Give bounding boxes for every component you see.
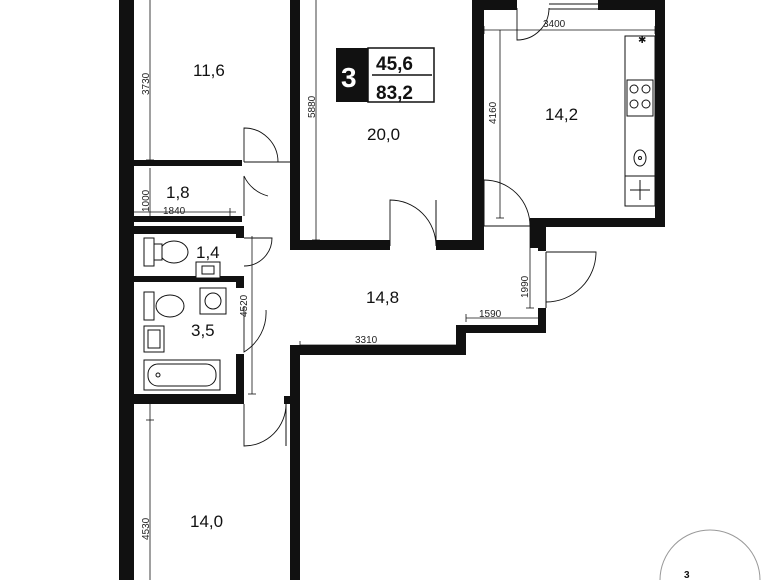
badge-rooms-count: 3 xyxy=(341,62,357,93)
fridge-icon xyxy=(624,175,656,207)
dim-5880: 5880 xyxy=(307,95,318,118)
washer-icon xyxy=(199,287,227,315)
dim-4530: 4530 xyxy=(141,517,152,540)
dim-3400: 3400 xyxy=(543,19,566,30)
corner-label: 3 xyxy=(684,570,690,580)
room-area-storage: 1,8 xyxy=(166,183,190,202)
room-area-bathroom: 3,5 xyxy=(191,321,215,340)
room-area-wc: 1,4 xyxy=(196,243,220,262)
badge-living-area: 45,6 xyxy=(376,54,413,75)
dim-1990: 1990 xyxy=(520,275,531,298)
room-area-bedroom-top: 11,6 xyxy=(193,61,225,80)
badge-total-area: 83,2 xyxy=(376,83,413,104)
dim-1590: 1590 xyxy=(479,309,502,320)
washbasin-icon xyxy=(195,261,221,279)
doors xyxy=(243,3,598,447)
room-area-kitchen: 14,2 xyxy=(545,105,578,124)
room-area-hall: 14,8 xyxy=(366,288,399,307)
dim-4160: 4160 xyxy=(488,101,499,124)
dim-1000: 1000 xyxy=(141,189,152,212)
stove-icon xyxy=(626,79,654,117)
dim-3730: 3730 xyxy=(141,72,152,95)
room-area-bedroom-bottom: 14,0 xyxy=(190,512,223,531)
bath-washbasin-icon xyxy=(143,325,165,353)
dimension-lines xyxy=(134,0,656,580)
sink-icon xyxy=(633,149,647,167)
dim-1840: 1840 xyxy=(163,206,186,217)
apartment-badge: 3 45,6 83,2 xyxy=(336,47,435,104)
walls xyxy=(119,0,665,580)
bathtub-icon xyxy=(143,359,221,391)
dim-3310: 3310 xyxy=(355,335,378,346)
room-area-living-room: 20,0 xyxy=(367,125,400,144)
svg-text:✱: ✱ xyxy=(638,35,646,46)
corner-indicator: 3 xyxy=(659,529,761,580)
toilet-icon xyxy=(143,237,189,267)
bath-toilet-icon xyxy=(143,291,185,321)
star-icon: ✱ xyxy=(638,35,646,46)
dim-4520: 4520 xyxy=(239,294,250,317)
